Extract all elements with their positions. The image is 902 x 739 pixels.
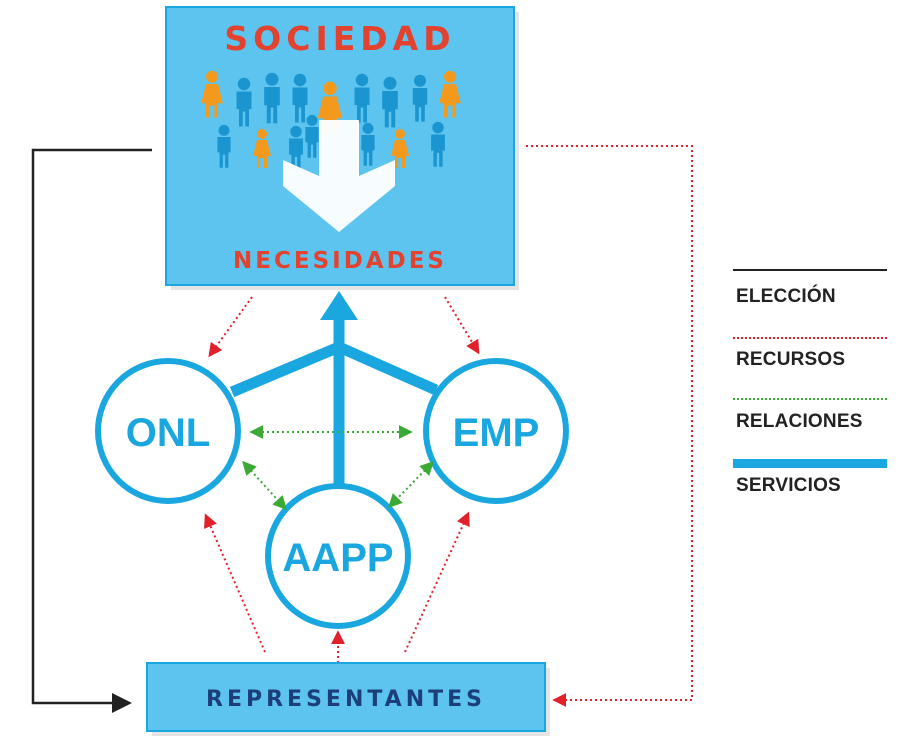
legend-eleccion-label: ELECCIÓN (736, 286, 836, 307)
aapp-label: AAPP (282, 536, 393, 580)
sociedad-box: SOCIEDAD NECESIDADES (165, 6, 519, 290)
relaciones-emp-aapp (388, 460, 434, 509)
recursos-rep-to-onl (204, 513, 266, 653)
emp-circle: EMP (423, 358, 569, 504)
servicios-structure (229, 291, 439, 490)
sociedad-title: SOCIEDAD (224, 19, 455, 58)
recursos-rep-to-emp (404, 511, 470, 653)
representantes-title: REPRESENTANTES (206, 687, 486, 712)
legend-servicios-line (733, 459, 887, 468)
needs-down-arrow (283, 120, 395, 232)
onl-label: ONL (126, 411, 210, 455)
legend-relaciones-label: RELACIONES (736, 411, 863, 432)
representantes-box: REPRESENTANTES (146, 662, 550, 736)
legend-eleccion-line (733, 269, 887, 271)
necesidades-title: NECESIDADES (233, 248, 447, 274)
aapp-circle: AAPP (265, 483, 411, 629)
relaciones-onl-aapp (242, 460, 287, 511)
legend-recursos-label: RECURSOS (736, 349, 846, 370)
legend-servicios-label: SERVICIOS (736, 475, 841, 496)
legend-relaciones-line (733, 398, 887, 400)
recursos-arrow-to-emp (444, 296, 480, 355)
recursos-arrow-to-onl (208, 296, 253, 358)
emp-label: EMP (453, 411, 540, 455)
onl-circle: ONL (95, 358, 241, 504)
legend-recursos-line (733, 337, 887, 339)
eleccion-connector (31, 148, 152, 713)
